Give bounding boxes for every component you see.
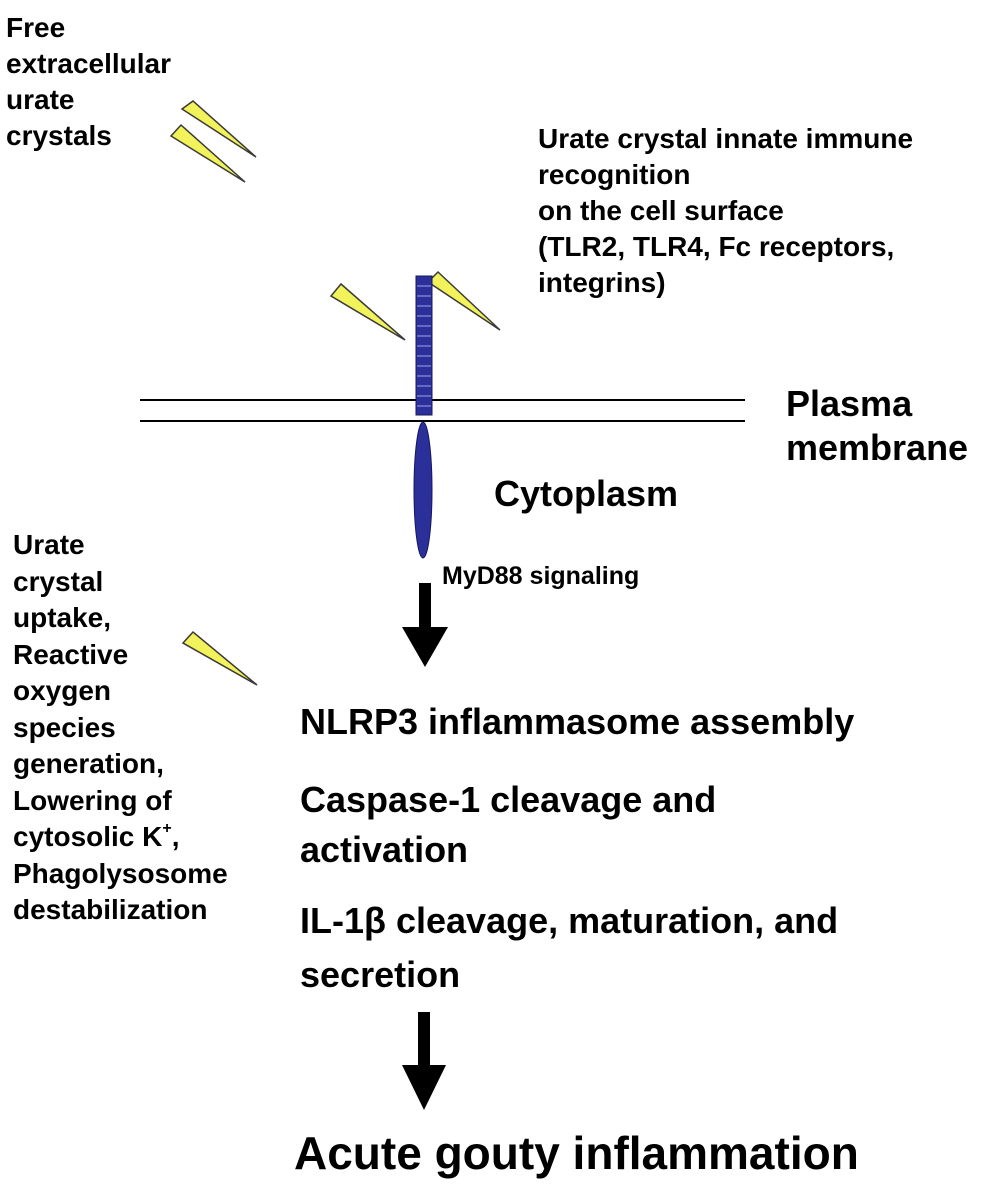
recognition-line: integrins) [538,267,666,298]
urate-crystal-icon [329,282,406,341]
receptor-icon [415,275,433,416]
potassium-line: cytosolic K+, [13,819,228,856]
urate-crystal-icon [181,630,258,686]
uptake-line: Lowering of [13,784,172,816]
outcome-label: Acute gouty inflammation [294,1127,859,1179]
uptake-line: oxygen [13,675,112,706]
free-crystals-line: extracellular [6,48,171,79]
uptake-line: Phagolysosome [13,857,228,889]
urate-crystal-icon [180,100,257,158]
plasma-membrane-line: membrane [786,427,969,468]
nlrp3-step: NLRP3 inflammasome assembly [300,701,855,742]
uptake-line: Urate [13,529,85,560]
caspase-step: Caspase-1 cleavage and activation [300,775,716,875]
down-arrow-icon [402,1012,446,1110]
il1b-line: secretion [300,954,461,995]
potassium-text: cytosolic K [13,821,163,852]
potassium-suffix: , [171,821,180,852]
recognition-line: recognition [538,159,691,190]
recognition-line: Urate crystal innate immune [538,123,914,154]
il1b-line: IL-1β cleavage, maturation, and [300,900,839,941]
uptake-line: Reactive [13,638,129,670]
uptake-line: generation, [13,748,164,779]
urate-crystal-icon [169,123,246,183]
free-crystals-line: crystals [6,120,112,151]
il1b-step: IL-1β cleavage, maturation, and secretio… [300,894,838,1002]
plasma-membrane-line: Plasma [786,383,913,424]
uptake-label: Urate crystal uptake, Reactive oxygen sp… [13,527,228,929]
free-crystals-line: Free [6,12,66,43]
down-arrow-icon [402,583,448,667]
myd88-label: MyD88 signaling [442,562,640,590]
urate-crystal-icon [426,270,501,331]
caspase-line: Caspase-1 cleavage and [300,779,717,820]
recognition-line: (TLR2, TLR4, Fc receptors, [538,231,895,262]
caspase-line: activation [300,829,469,870]
free-crystals-label: Free extracellular urate crystals [6,10,171,154]
plasma-membrane-label: Plasma membrane [786,382,968,470]
signaling-domain-icon [413,421,433,559]
uptake-line: uptake, [13,602,112,633]
potassium-superscript: + [162,820,172,837]
uptake-line: species [13,711,116,743]
recognition-line: on the cell surface [538,195,784,226]
cytoplasm-label: Cytoplasm [494,473,679,514]
uptake-line: destabilization [13,894,208,925]
recognition-label: Urate crystal innate immune recognition … [538,121,913,301]
uptake-line: crystal [13,565,104,597]
free-crystals-line: urate [6,84,75,115]
